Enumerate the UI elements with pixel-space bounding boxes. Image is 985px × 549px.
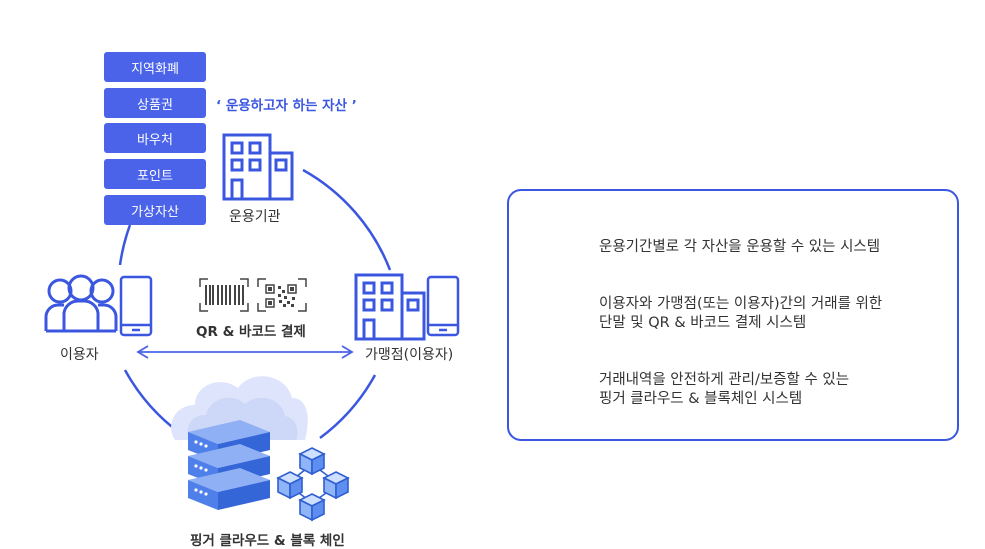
asset-note: ‘ 운용하고자 하는 자산 ’ — [216, 98, 357, 114]
blockchain-icon — [276, 447, 350, 522]
circle-arc-top-left — [118, 224, 132, 266]
feature-item: 운용기간별로 각 자산을 운용할 수 있는 시스템 — [599, 238, 880, 257]
feature-text: 운용기간별로 각 자산을 운용할 수 있는 시스템 — [599, 239, 881, 255]
operator-label: 운용기관 — [229, 209, 281, 225]
circle-arc-bottom-right — [319, 374, 377, 440]
asset-type-voucher: 바우처 — [104, 123, 206, 153]
asset-type-virtual-asset: 가상자산 — [104, 195, 206, 225]
merchant-phone-icon — [426, 275, 460, 337]
asset-type-local-currency: 지역화폐 — [104, 52, 206, 82]
feature-item: 이용자와 가맹점(또는 이용자)간의 거래를 위한 단말 및 QR & 바코드 … — [599, 295, 882, 333]
feature-panel: 운용기간별로 각 자산을 운용할 수 있는 시스템 이용자와 가맹점(또는 이용… — [507, 189, 959, 441]
double-arrow-icon — [136, 345, 354, 359]
barcode-icon — [199, 278, 249, 312]
server-icon — [188, 420, 270, 510]
user-label: 이용자 — [60, 347, 99, 363]
asset-type-points: 포인트 — [104, 159, 206, 189]
users-icon — [44, 274, 118, 333]
asset-type-gift-card: 상품권 — [104, 88, 206, 118]
feature-text: 거래내역을 안전하게 관리/보증할 수 있는 핑거 클라우드 & 블록체인 시스… — [599, 372, 850, 407]
building-icon — [222, 133, 294, 201]
feature-item: 거래내역을 안전하게 관리/보증할 수 있는 핑거 클라우드 & 블록체인 시스… — [599, 371, 849, 409]
circle-arc-top-right — [302, 168, 392, 271]
phone-icon — [119, 275, 153, 337]
payment-label: QR & 바코드 결제 — [196, 324, 306, 340]
merchant-building-icon — [354, 273, 426, 341]
merchant-label: 가맹점(이용자) — [365, 347, 454, 363]
feature-text: 이용자와 가맹점(또는 이용자)간의 거래를 위한 단말 및 QR & 바코드 … — [599, 296, 883, 331]
cloud-label: 핑거 클라우드 & 블록 체인 — [190, 533, 345, 549]
qr-code-icon — [257, 278, 307, 312]
